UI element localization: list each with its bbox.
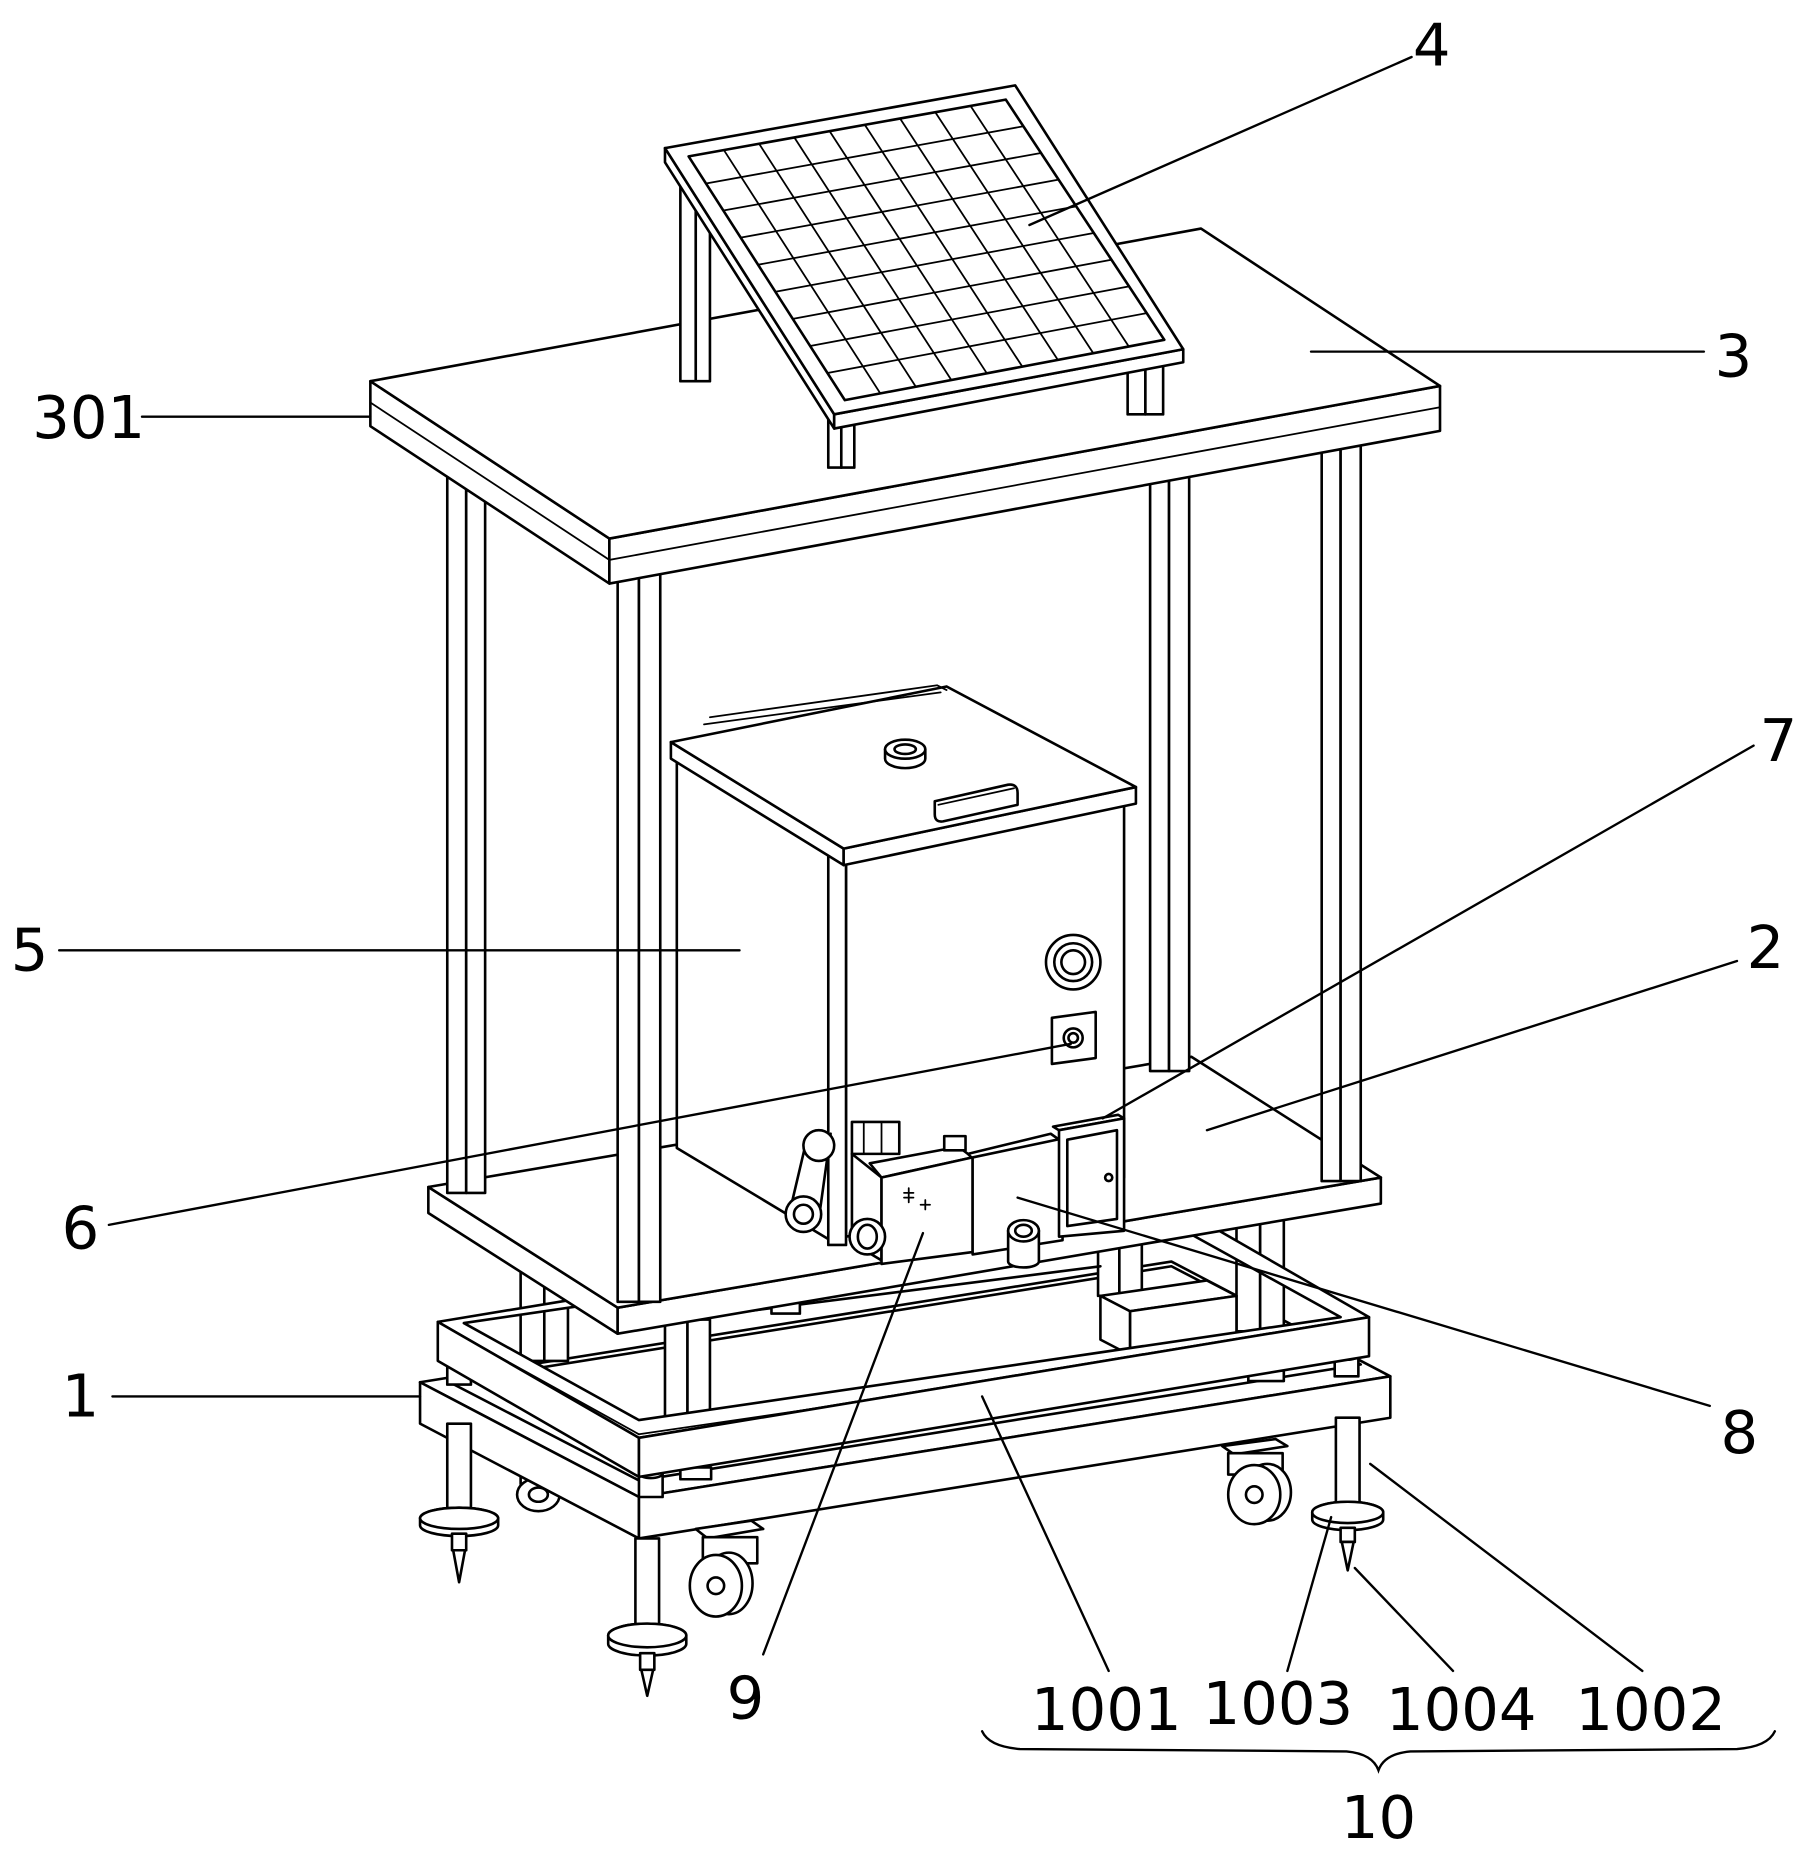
panel-grid-line <box>809 285 1130 347</box>
leader-line-9 <box>762 1231 925 1656</box>
leader-line-6 <box>107 1042 1073 1227</box>
callout-label-8: 8 <box>1721 1398 1759 1467</box>
panel-grid-line <box>722 152 1042 212</box>
callout-label-4: 4 <box>1413 10 1451 79</box>
leader-line-2 <box>1205 959 1739 1132</box>
callout-label-5: 5 <box>11 915 49 984</box>
panel-grid-line <box>828 130 988 375</box>
leader-line-4 <box>1028 55 1413 227</box>
callout-labels: 4 3 301 7 5 2 6 1 8 9 1001 1003 1004 100… <box>11 10 1797 1851</box>
lower-base-frame <box>418 1260 1392 1540</box>
panel-grid-line <box>791 258 1113 320</box>
panel-grid-line <box>826 312 1148 374</box>
callout-label-3: 3 <box>1715 321 1753 390</box>
panel-grid-line <box>934 111 1095 355</box>
caster-wheel-right <box>1220 1437 1293 1526</box>
panel-grid-line <box>863 123 1024 368</box>
lid-handle <box>933 783 1019 823</box>
panel-grid-line <box>757 205 1078 266</box>
panel-grid-line <box>793 136 953 381</box>
callout-label-9: 9 <box>727 1663 765 1732</box>
pump <box>848 1134 974 1266</box>
lid-knob <box>883 738 927 770</box>
leader-lines <box>57 55 1777 1774</box>
callout-label-7: 7 <box>1760 706 1798 775</box>
dial-knob <box>1044 933 1102 991</box>
callout-label-1001: 1001 <box>1031 1675 1182 1744</box>
callout-label-1: 1 <box>62 1362 100 1431</box>
panel-grid-line <box>758 142 917 388</box>
solar-panel <box>663 84 1185 430</box>
panel-grid-line <box>969 105 1130 348</box>
leader-line-7 <box>1101 744 1755 1120</box>
callout-label-10: 10 <box>1341 1783 1416 1851</box>
leader-line-1001 <box>980 1395 1110 1673</box>
callout-label-6: 6 <box>62 1194 100 1263</box>
panel-grid-line <box>899 117 1059 361</box>
leader-line-1003 <box>1286 1515 1333 1673</box>
spike-leg-front <box>606 1537 688 1698</box>
panel-grid-line <box>739 178 1060 239</box>
control-box <box>1051 1113 1126 1238</box>
callout-label-2: 2 <box>1747 913 1785 982</box>
callout-label-1004: 1004 <box>1386 1675 1537 1744</box>
group-brace-10 <box>980 1730 1777 1774</box>
callout-label-1003: 1003 <box>1203 1669 1354 1738</box>
leader-line-1002 <box>1369 1462 1644 1673</box>
switch-plate <box>1050 1010 1097 1066</box>
callout-label-301: 301 <box>32 383 145 452</box>
motor <box>966 1132 1064 1269</box>
panel-grid-line <box>774 232 1095 293</box>
leader-line-1004 <box>1353 1566 1455 1673</box>
callout-label-1002: 1002 <box>1575 1675 1726 1744</box>
caster-wheel-front <box>688 1519 765 1618</box>
spike-leg-left <box>418 1422 500 1584</box>
panel-grid-line <box>705 125 1025 185</box>
crank-lever <box>784 1120 901 1234</box>
panel-grid-line <box>722 149 882 395</box>
leader-line-8 <box>1016 1196 1711 1408</box>
